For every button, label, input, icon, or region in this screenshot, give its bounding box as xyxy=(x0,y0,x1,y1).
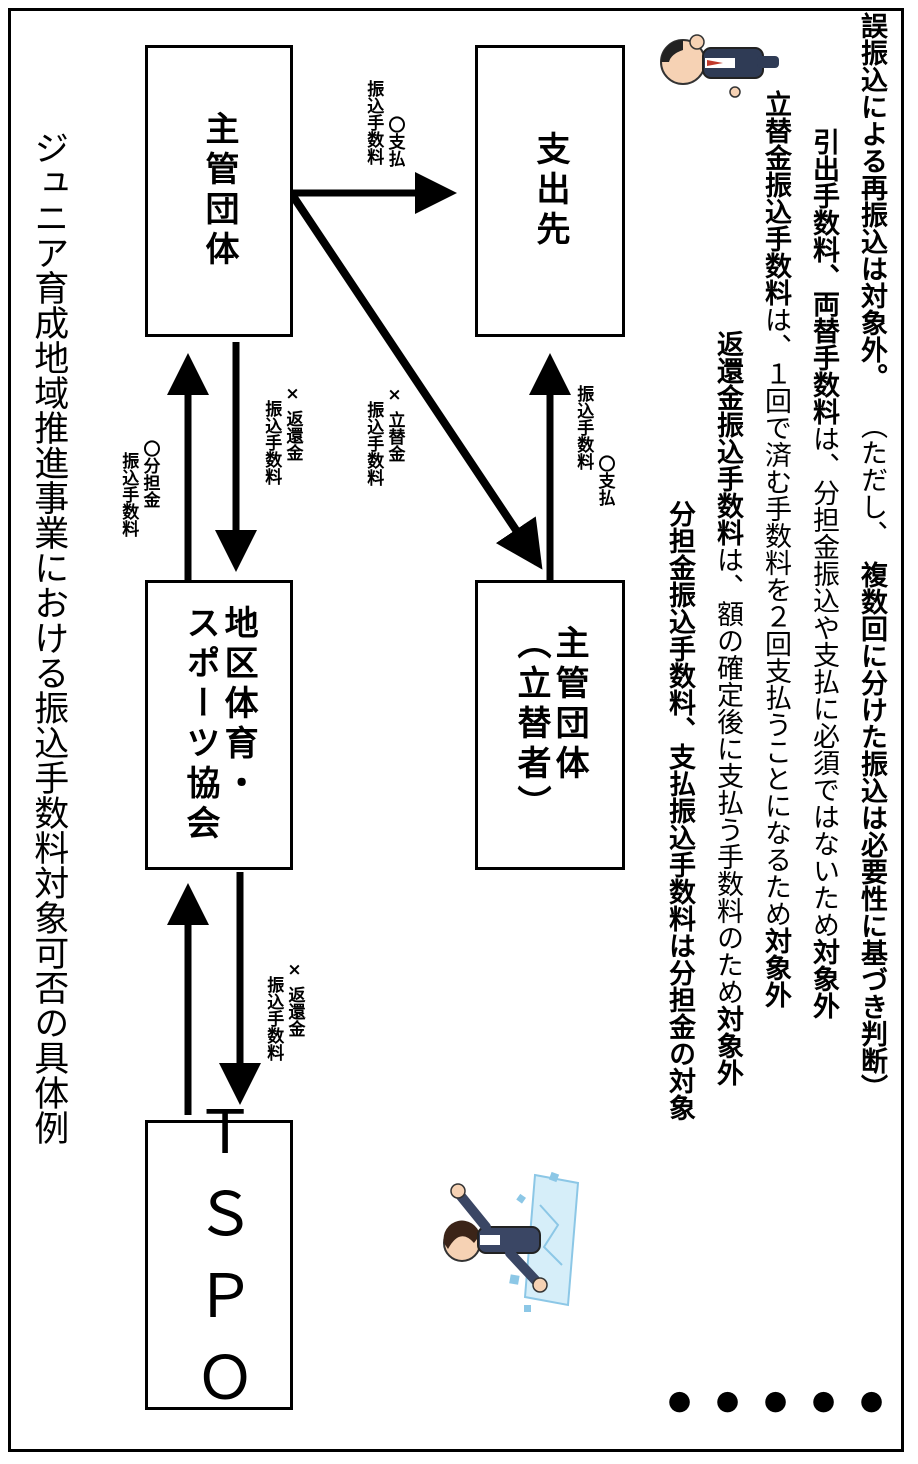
payee-box: 支出先 xyxy=(475,45,625,337)
label-advance: × 立替金 振込手数料 xyxy=(363,385,405,486)
page-frame xyxy=(8,8,904,1452)
organizer-label: 主管団体 xyxy=(199,111,240,271)
tspo-label: ＴＳＰＯ xyxy=(184,1101,255,1429)
organizer-advance-label: 主管団体 （立替者） xyxy=(511,625,590,825)
bullet-item: 誤振込による再振込は対象外。（ただし、複数回に分けた振込は必要性に基づき判断） xyxy=(856,12,887,1101)
organizer-advance-line2: （立替者） xyxy=(511,625,551,825)
district-association-box: 地区体育・ スポーツ協会 xyxy=(145,580,293,870)
bullet-item: 立替金振込手数料は、１回で済む手数料を２回支払うことになるため対象外 xyxy=(760,90,791,1008)
arrow-organizer-to-advance xyxy=(289,193,543,570)
tspo-box: ＴＳＰＯ xyxy=(145,1101,293,1429)
bullet-item: 返還金振込手数料は、額の確定後に支払う手数料のため対象外 xyxy=(712,330,743,1086)
organizer-box: 主管団体 xyxy=(145,45,293,337)
organizer-advance-box: 主管団体 （立替者） xyxy=(475,580,625,870)
bullet-item: 分担金振込手数料、支払振込手数料は分担金の対象 xyxy=(664,500,695,1121)
label-advance-payment: 〇支払 振込手数料 xyxy=(573,385,615,506)
district-label-line2: スポーツ協会 xyxy=(180,605,220,845)
page-title: ジュニア育成地域推進事業における振込手数料対象可否の具体例 xyxy=(28,130,69,1145)
district-association-label: 地区体育・ スポーツ協会 xyxy=(180,605,259,845)
label-district-share: 〇分担金 振込手数料 xyxy=(118,440,160,537)
bullet-marker: ● xyxy=(712,1385,743,1416)
organizer-advance-line1: 主管団体 xyxy=(549,625,590,785)
label-organizer-payment: 〇支払 振込手数料 xyxy=(363,80,405,167)
bullet-marker: ● xyxy=(808,1385,839,1416)
businessman-icon xyxy=(660,34,779,98)
bullet-marker: ● xyxy=(664,1385,695,1416)
label-tspo-refund: × 返還金 振込手数料 xyxy=(263,960,305,1061)
bullet-marker: ● xyxy=(856,1385,887,1416)
bullet-item: 引出手数料、両替手数料は、分担金振込や支払に必須ではないため対象外 xyxy=(808,128,839,1019)
businesswoman-icon xyxy=(443,1171,580,1312)
payee-label: 支出先 xyxy=(530,131,571,251)
district-label-line1: 地区体育・ xyxy=(218,605,259,805)
label-organizer-refund: × 返還金 振込手数料 xyxy=(261,384,303,485)
bullet-marker: ● xyxy=(760,1385,791,1416)
